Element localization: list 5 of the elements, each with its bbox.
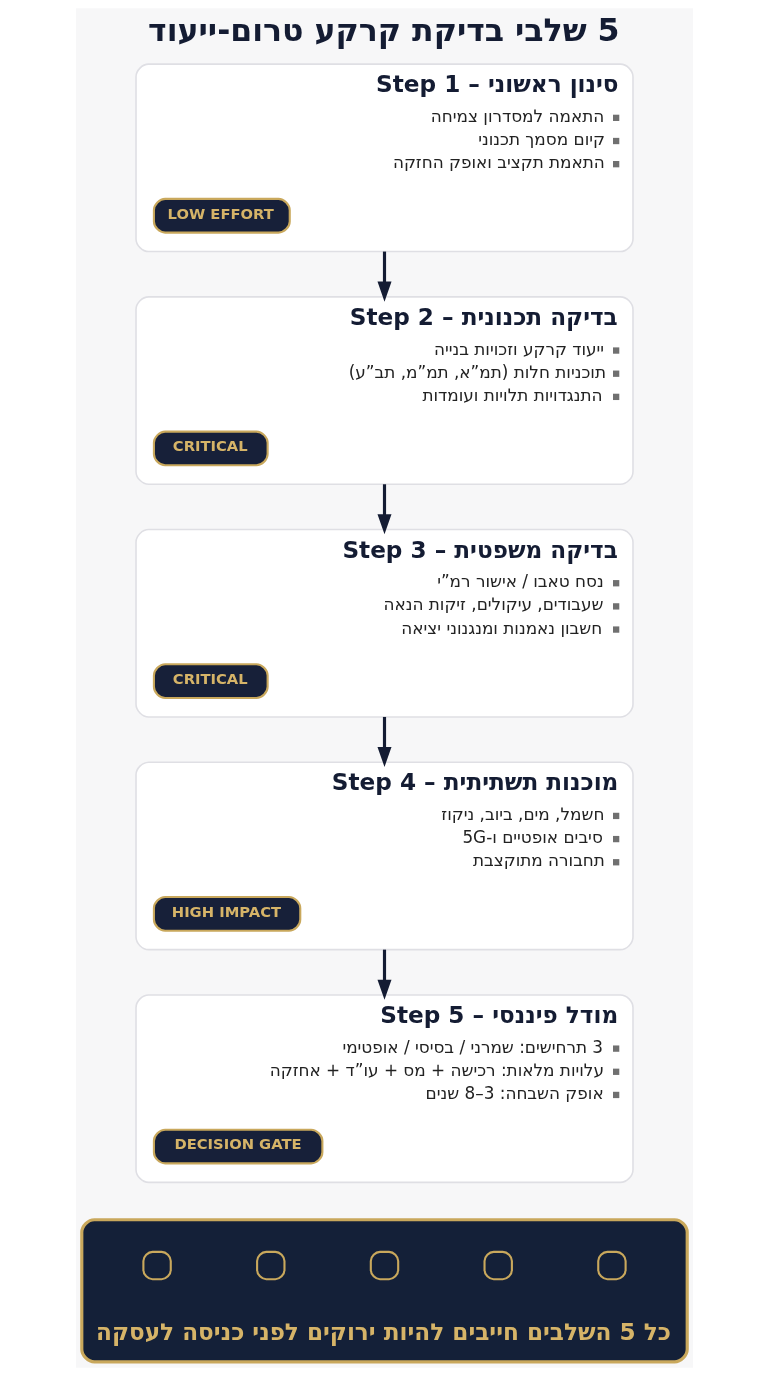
arrow	[377, 949, 391, 1000]
diagram-title: 5 שלבי בדיקת קרקע טרום-ייעוד	[147, 11, 620, 48]
arrow	[377, 484, 391, 535]
arrow	[377, 716, 391, 767]
arrow	[377, 251, 391, 302]
